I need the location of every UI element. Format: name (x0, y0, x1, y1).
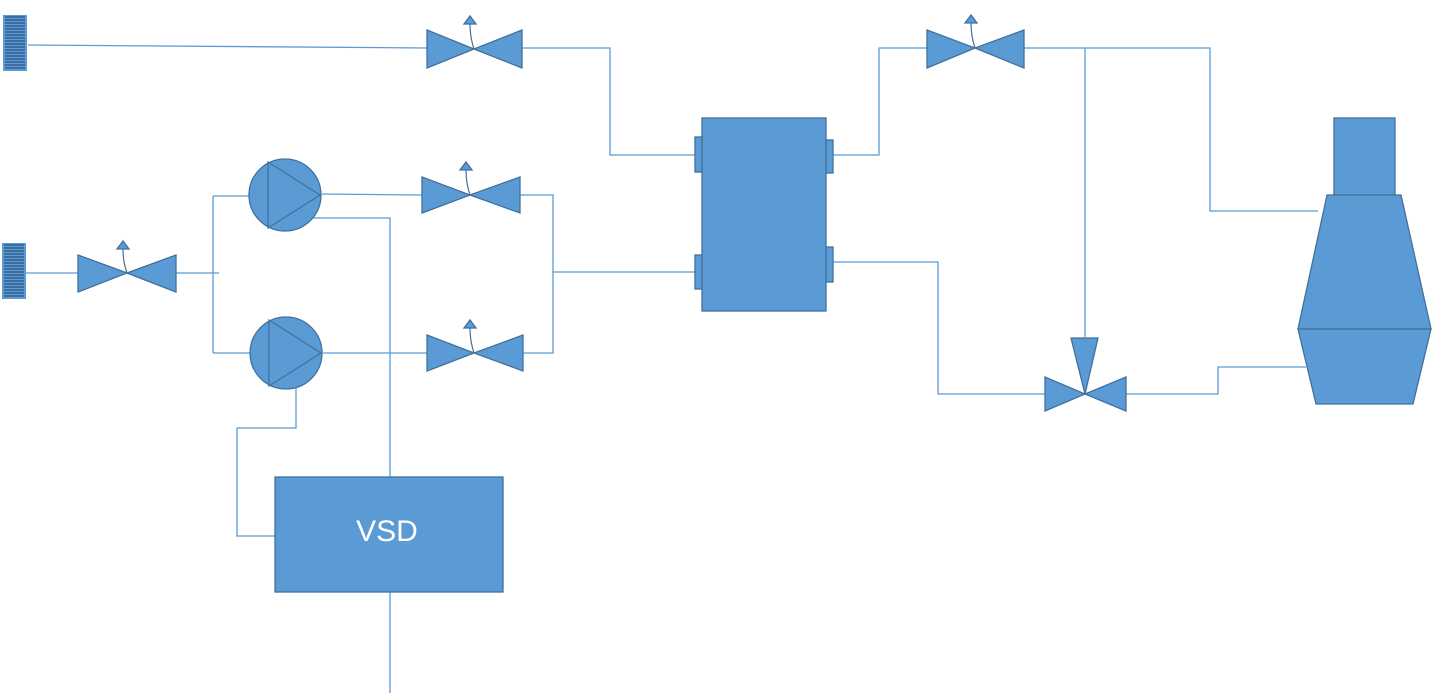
strainer-top-icon (3, 15, 27, 71)
strainer-lower-icon (2, 243, 26, 299)
pipe-top-inlet (27, 44, 428, 49)
heat-exchanger-icon (694, 117, 834, 312)
pump-2-icon (249, 316, 323, 390)
pipe-top-to-exchanger (522, 47, 696, 156)
pipe-exchanger-bottom-out (833, 261, 1045, 395)
cooling-tower-icon (1297, 117, 1432, 405)
pipe-valve-b-out (520, 194, 554, 354)
pipe-valve-d-out (1024, 47, 1318, 212)
three-way-valve-icon (1044, 337, 1127, 412)
valve-pump-2-discharge-icon (426, 318, 524, 372)
pipe-pump-2-to-vsd (236, 388, 297, 537)
vsd-label: VSD (356, 515, 418, 548)
vsd-box: VSD (274, 476, 504, 593)
valve-exchanger-outlet-icon (926, 13, 1025, 69)
pipes (26, 44, 1318, 693)
pump-1-icon (248, 158, 322, 232)
valve-inlet-icon (77, 239, 177, 293)
pipe-pump-1-discharge (321, 193, 423, 196)
pipe-exchanger-top-out (833, 47, 927, 156)
pipe-tower-return (1126, 366, 1306, 395)
pipe-pump-1-to-vsd (312, 217, 391, 477)
valve-top-supply-icon (426, 14, 523, 69)
valve-pump-1-discharge-icon (421, 160, 521, 214)
